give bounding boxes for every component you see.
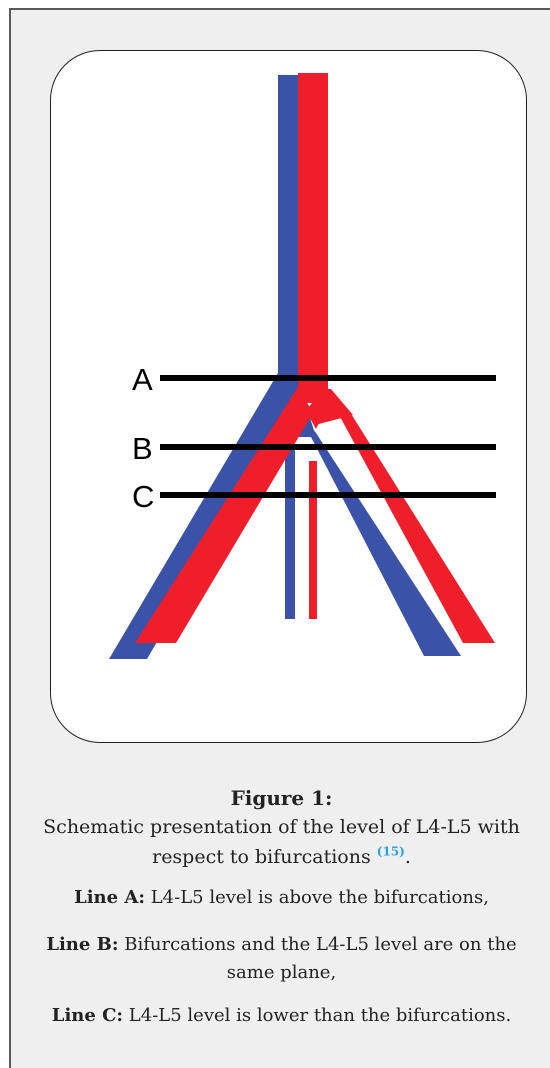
line-b-label: Line B: — [46, 934, 118, 955]
description-end: . — [405, 846, 411, 868]
line-a-label: Line A: — [74, 887, 145, 908]
reference-link[interactable]: (15) — [377, 845, 405, 859]
line-c-text: L4-L5 level is lower than the bifurcatio… — [129, 1005, 511, 1026]
vein-left-branch — [109, 373, 300, 659]
bifurcation-diagram: A B C — [51, 51, 527, 743]
figure-title: Figure 1: — [11, 786, 550, 810]
figure-image: A B C — [50, 50, 527, 743]
line-a-letter: A — [132, 362, 153, 397]
line-c-letter: C — [132, 479, 154, 514]
vein-median-branch — [285, 445, 295, 619]
line-b-note: Line B: Bifurcations and the L4-L5 level… — [11, 931, 550, 987]
line-c-label: Line C: — [52, 1005, 123, 1026]
figure-panel: A B C Figure 1: Schematic presentation o… — [9, 8, 550, 1068]
vein-trunk — [278, 75, 300, 405]
line-b-letter: B — [132, 431, 153, 466]
line-a-text: L4-L5 level is above the bifurcations, — [151, 887, 489, 908]
line-c-note: Line C: L4-L5 level is lower than the bi… — [11, 1002, 550, 1030]
vein-right-branch — [295, 406, 461, 656]
artery-median-branch — [309, 461, 317, 619]
line-a — [160, 375, 496, 381]
figure-description: Schematic presentation of the level of L… — [11, 812, 550, 872]
line-c — [160, 492, 496, 498]
artery-trunk — [298, 73, 328, 403]
line-b — [160, 444, 496, 450]
description-text: Schematic presentation of the level of L… — [43, 816, 520, 868]
line-b-text: Bifurcations and the L4-L5 level are on … — [124, 934, 516, 983]
line-a-note: Line A: L4-L5 level is above the bifurca… — [11, 884, 550, 912]
vein-shape — [109, 75, 461, 659]
